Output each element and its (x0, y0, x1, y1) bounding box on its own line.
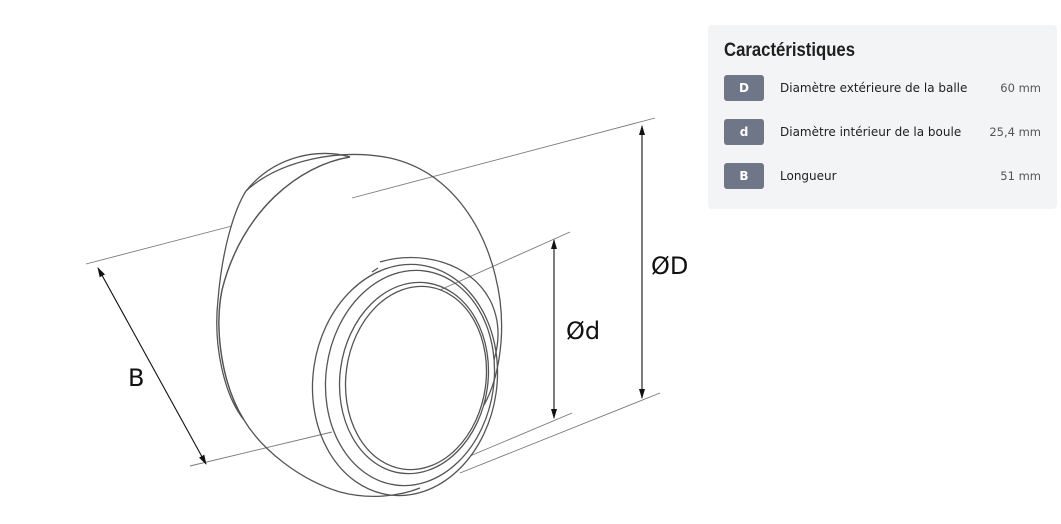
spec-row-inner-diameter: d Diamètre intérieur de la boule 25,4 mm (724, 118, 1041, 146)
spec-row-outer-diameter: D Diamètre extérieure de la balle 60 mm (724, 74, 1041, 102)
spec-label: Longueur (780, 169, 837, 183)
spec-badge: B (724, 163, 764, 189)
ball-body (216, 152, 503, 498)
outer-diameter-label: ØD (651, 252, 688, 280)
outer-diameter-extension-lines (351, 117, 661, 474)
spec-badge: D (724, 75, 764, 101)
length-dimension-line (97, 267, 207, 465)
length-extension-lines (85, 225, 333, 467)
spec-value: 25,4 mm (989, 125, 1041, 139)
inner-ring (311, 263, 499, 497)
ball-joint-drawing: ØD Ød B (85, 117, 688, 498)
specs-title: Caractéristiques (724, 40, 856, 61)
spec-label: Diamètre intérieur de la boule (780, 125, 962, 139)
spec-row-length: B Longueur 51 mm (724, 162, 1041, 190)
inner-diameter-label: Ød (566, 317, 600, 345)
spec-label: Diamètre extérieure de la balle (780, 81, 968, 95)
spec-value: 60 mm (1000, 81, 1041, 95)
specs-card: Caractéristiques D Diamètre extérieure d… (708, 25, 1057, 209)
inner-diameter-extension-lines (439, 231, 573, 457)
spec-value: 51 mm (1000, 169, 1041, 183)
length-label: B (128, 364, 144, 392)
spec-badge: d (724, 119, 764, 145)
